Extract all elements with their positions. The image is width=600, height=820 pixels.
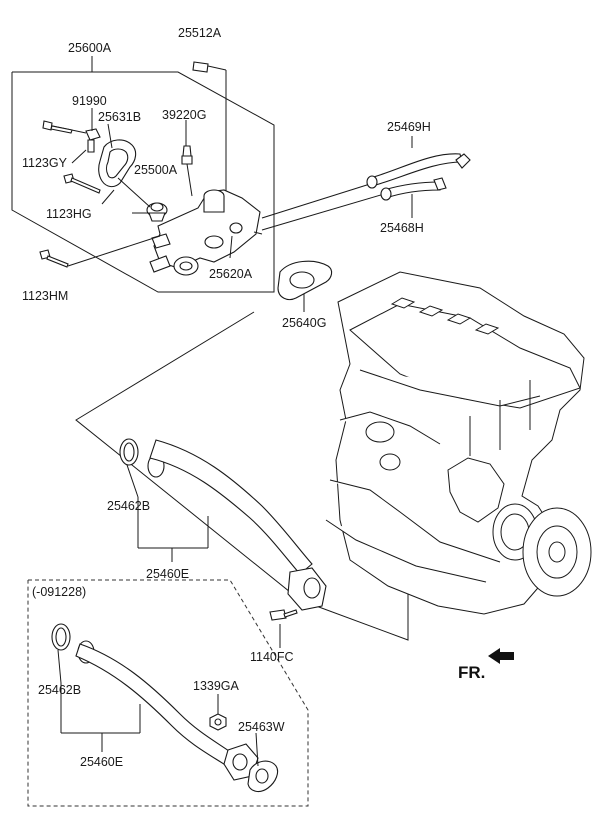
- stud-25512A[interactable]: [192, 61, 227, 200]
- pipe-25460E-top[interactable]: [147, 439, 327, 611]
- label-25512A: 25512A: [178, 26, 222, 40]
- label-39220G: 39220G: [162, 108, 206, 122]
- bolt-1123GY[interactable]: [42, 120, 87, 134]
- sensor-39220G[interactable]: [181, 145, 193, 197]
- variant-box: [27, 579, 309, 807]
- label-25460E-top: 25460E: [146, 567, 189, 581]
- housing-25620A[interactable]: [149, 189, 263, 276]
- label-25460E-bottom: 25460E: [80, 755, 123, 769]
- bolt-1123HM[interactable]: [39, 235, 161, 268]
- gasket-25463W[interactable]: [247, 760, 279, 793]
- bottom-leaders: [57, 649, 259, 767]
- o-ring-25462B-top[interactable]: [119, 438, 139, 466]
- label-front: FR.: [458, 663, 485, 682]
- label-91990: 91990: [72, 94, 107, 108]
- gasket-25640G[interactable]: [277, 260, 333, 301]
- label-25468H: 25468H: [380, 221, 424, 235]
- label-1123HM: 1123HM: [22, 289, 68, 303]
- gasket-25631B[interactable]: [98, 139, 137, 188]
- label-25600A: 25600A: [68, 41, 112, 55]
- thermostat-25500A[interactable]: [146, 202, 168, 222]
- label-25620A: 25620A: [209, 267, 253, 281]
- label-1123GY: 1123GY: [22, 156, 68, 170]
- label-25462B-top: 25462B: [107, 499, 150, 513]
- label-1123HG: 1123HG: [46, 207, 92, 221]
- hose-25469H[interactable]: [366, 153, 471, 189]
- label-1339GA: 1339GA: [193, 679, 240, 693]
- label-variant: (-091228): [32, 585, 86, 599]
- hose-25468H[interactable]: [380, 177, 447, 201]
- arrow-left-icon: [488, 648, 514, 664]
- label-25500A: 25500A: [134, 163, 178, 177]
- bolt-1140FC[interactable]: [269, 609, 298, 621]
- label-25469H: 25469H: [387, 120, 431, 134]
- o-ring-25462B-bottom[interactable]: [51, 623, 71, 651]
- label-1140FC: 1140FC: [250, 650, 294, 664]
- label-25463W: 25463W: [238, 720, 285, 734]
- engine-block: [325, 271, 592, 615]
- label-25640G: 25640G: [282, 316, 326, 330]
- label-25462B-bottom: 25462B: [38, 683, 81, 697]
- bolt-1123HG[interactable]: [63, 173, 101, 194]
- assembly-boundary-25600A: [11, 56, 275, 293]
- clip-91990[interactable]: [85, 128, 101, 153]
- label-25631B: 25631B: [98, 110, 141, 124]
- nut-1339GA[interactable]: [209, 713, 227, 731]
